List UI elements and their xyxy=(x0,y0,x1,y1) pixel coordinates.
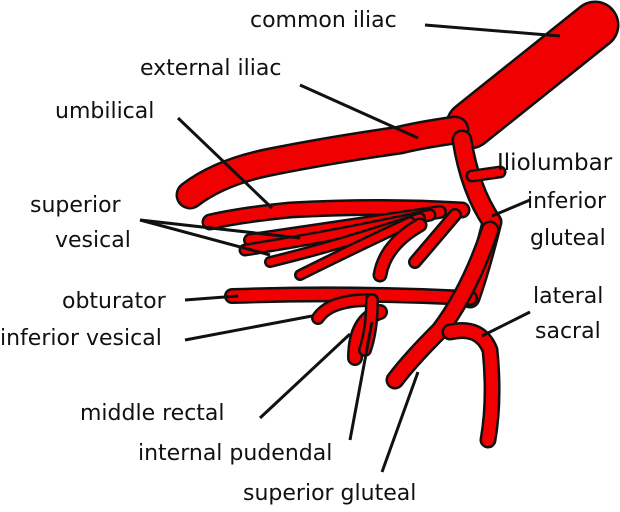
lateral-sacral-artery xyxy=(441,322,501,449)
label-lateral-sacral-line2: sacral xyxy=(535,319,601,344)
leader-lines xyxy=(139,23,561,473)
label-superior-vesical-line1: superior xyxy=(30,193,122,218)
superior-gluteal-artery xyxy=(385,220,500,390)
inferior-gluteal-branch xyxy=(408,208,462,269)
leader-lateral-sacral xyxy=(481,310,531,338)
labels: common iliac external iliac umbilical su… xyxy=(0,8,613,506)
leader-superior-vesical-1 xyxy=(139,218,301,240)
iliolumbar-artery xyxy=(465,165,507,183)
label-inferior-gluteal-line1: inferior xyxy=(527,189,607,214)
label-umbilical: umbilical xyxy=(55,99,154,124)
label-superior-vesical-line2: vesical xyxy=(55,228,131,253)
leader-middle-rectal xyxy=(258,332,352,420)
leader-external-iliac xyxy=(299,83,419,140)
label-obturator: obturator xyxy=(62,289,167,314)
middle-branch xyxy=(372,217,428,283)
label-inferior-vesical: inferior vesical xyxy=(0,326,162,351)
label-iliolumbar: Iliolumbar xyxy=(497,150,613,176)
superior-vesical-branch-4 xyxy=(294,216,416,281)
label-external-iliac: external iliac xyxy=(140,56,281,81)
label-middle-rectal: middle rectal xyxy=(80,401,225,426)
label-superior-gluteal: superior gluteal xyxy=(243,481,416,506)
label-common-iliac: common iliac xyxy=(250,8,397,33)
leader-inferior-gluteal xyxy=(491,198,531,218)
umbilical-artery xyxy=(201,199,471,231)
inferior-vesical-artery xyxy=(311,293,377,325)
leader-inferior-vesical xyxy=(184,314,313,342)
leader-internal-pudendal xyxy=(348,321,374,441)
leader-obturator xyxy=(184,294,239,302)
external-iliac-artery xyxy=(175,115,470,210)
common-iliac-artery xyxy=(445,0,620,150)
leader-umbilical xyxy=(176,116,274,210)
label-lateral-sacral-line1: lateral xyxy=(533,284,603,309)
leader-superior-vesical-2 xyxy=(139,218,271,257)
label-internal-pudendal: internal pudendal xyxy=(138,441,332,466)
label-inferior-gluteal-line2: gluteal xyxy=(530,226,606,251)
leader-common-iliac xyxy=(424,23,561,38)
leader-superior-gluteal xyxy=(380,371,420,473)
